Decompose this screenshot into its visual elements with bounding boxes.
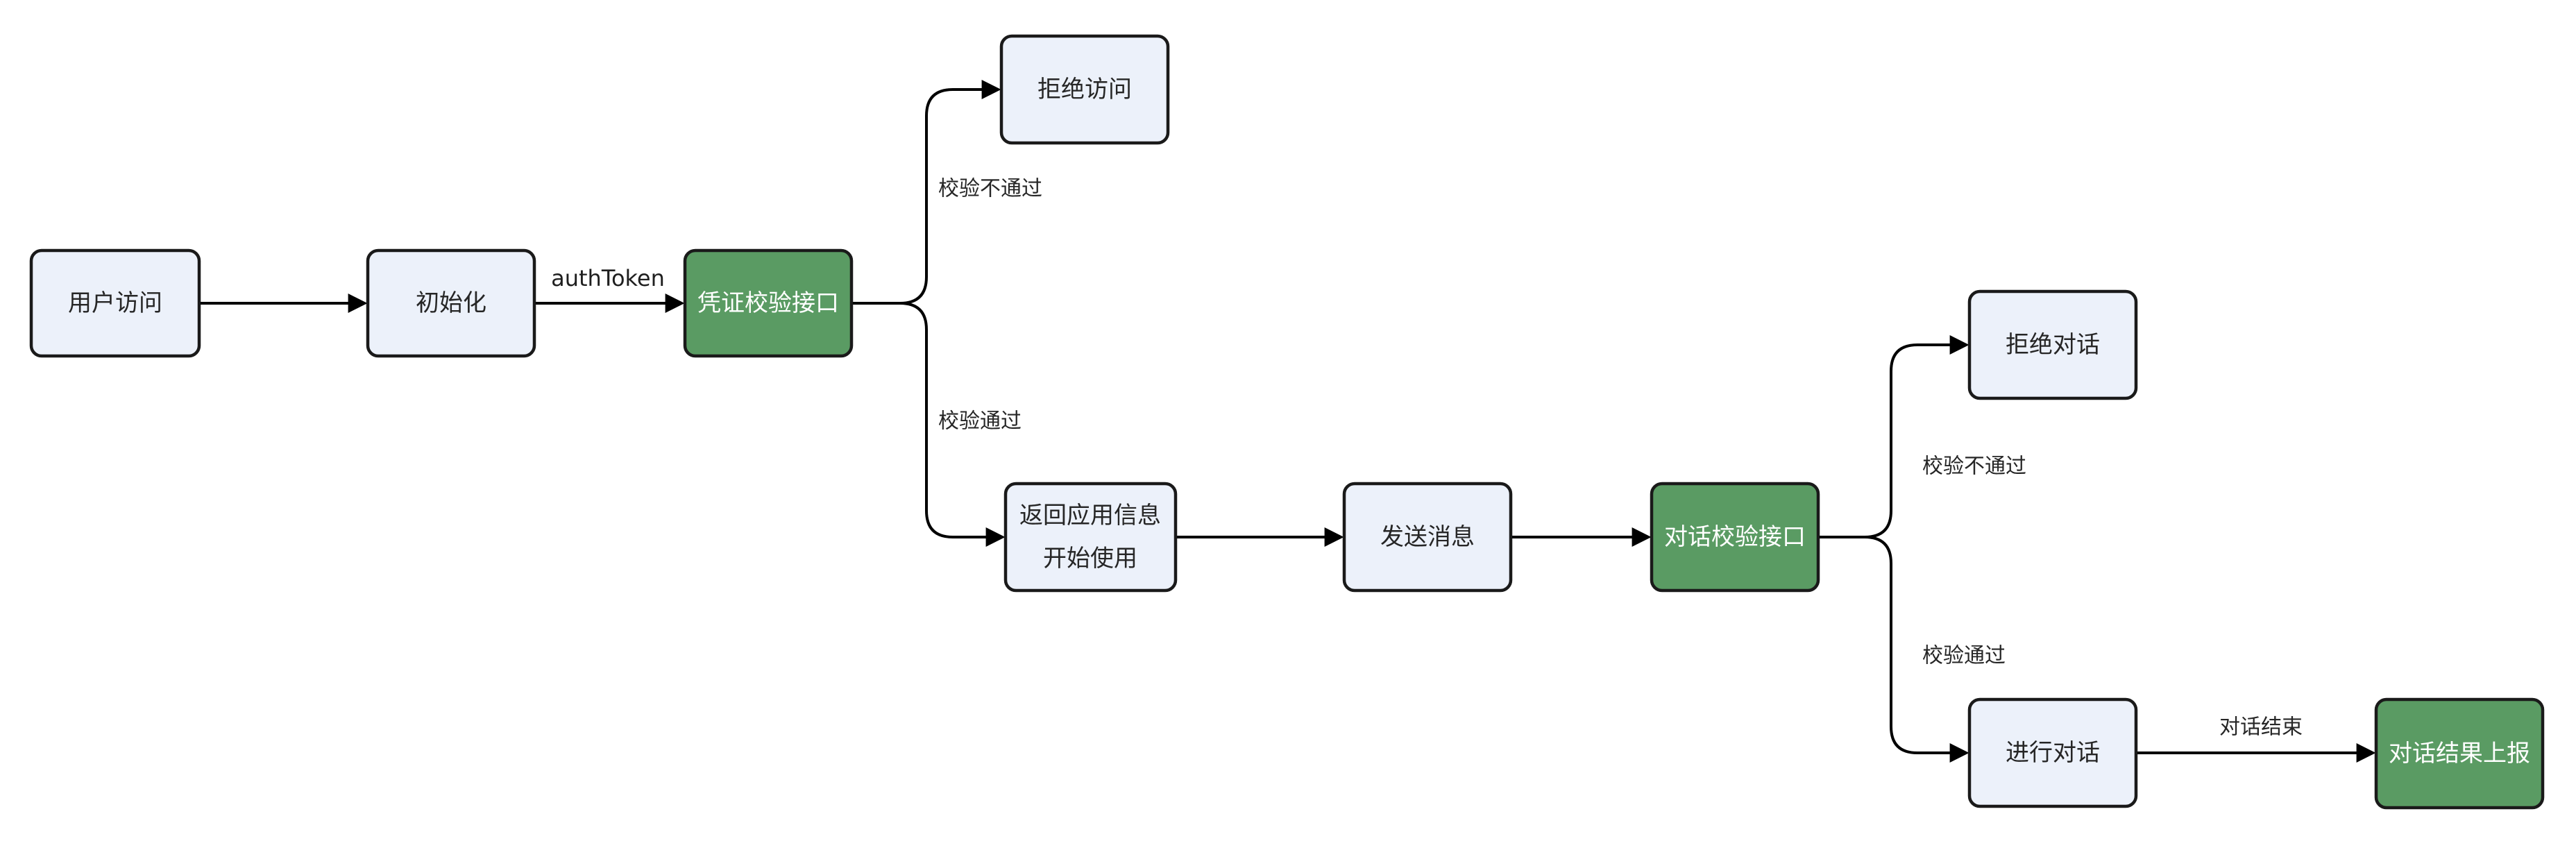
edge-label-check-passed-2: 校验通过 [1922,644,2006,668]
node-deny-access-label: 拒绝访问 [1037,76,1132,103]
node-init: 初始化 [366,248,536,358]
node-do-dialog: 进行对话 [1967,697,2138,808]
node-return-app-info: 返回应用信息 开始使用 [1003,482,1178,593]
edge-label-check-failed-2: 校验不通过 [1922,455,2026,479]
node-deny-access: 拒绝访问 [999,34,1170,145]
node-send-message: 发送消息 [1342,482,1513,593]
node-init-box [366,248,536,358]
node-send-message-box [1342,482,1513,593]
edge-credential-check-to-deny-access [850,80,1001,305]
node-report-dialog-result-label: 对话结果上报 [2389,740,2530,767]
nodes-layer: 用户访问 初始化 凭证校验接口 拒绝访问 返回应用信息 开始使用 发送消息 [29,34,2545,810]
node-dialog-check-api-label: 对话校验接口 [1664,523,1806,551]
node-deny-dialog: 拒绝对话 [1967,289,2138,400]
node-report-dialog-result: 对话结果上报 [2374,697,2545,810]
svg-text:返回应用信息: 返回应用信息 [1019,502,1161,529]
node-user-access: 用户访问 [29,248,201,358]
edge-credential-check-to-return-app-info [850,302,1006,547]
node-return-app-info-label-line1: 返回应用信息 [1019,502,1161,529]
node-init-label: 初始化 [416,289,486,317]
node-deny-dialog-label: 拒绝对话 [2006,331,2100,359]
node-dialog-check-api-box [1650,482,1820,593]
edges-layer: authToken 校验不通过 校验通过 校验不通过 校验通过 对话结束 [198,80,2376,763]
edge-label-check-passed-1: 校验通过 [938,409,1022,434]
node-dialog-check-api: 对话校验接口 [1650,482,1820,593]
node-do-dialog-box [1967,697,2138,808]
node-deny-access-box [999,34,1170,145]
node-do-dialog-label: 进行对话 [2006,739,2100,767]
edge-dialog-check-to-deny-dialog [1817,335,1969,538]
node-return-app-info-label-line2: 开始使用 [1043,545,1137,572]
edge-label-check-failed-1: 校验不通过 [938,177,1042,201]
edge-dialog-check-to-do-dialog [1817,536,1969,763]
node-report-dialog-result-box [2374,697,2545,810]
node-credential-check-api-box [683,248,854,358]
edge-label-dialog-end: 对话结束 [2219,715,2303,740]
node-deny-dialog-box [1967,289,2138,400]
node-credential-check-api: 凭证校验接口 [683,248,854,358]
node-user-access-box [29,248,201,358]
node-return-app-info-box [1003,482,1178,593]
node-credential-check-api-label: 凭证校验接口 [697,289,839,317]
node-send-message-label: 发送消息 [1380,523,1475,551]
edge-label-authtoken: authToken [551,265,665,291]
svg-text:开始使用: 开始使用 [1043,545,1137,572]
node-user-access-label: 用户访问 [68,289,162,317]
